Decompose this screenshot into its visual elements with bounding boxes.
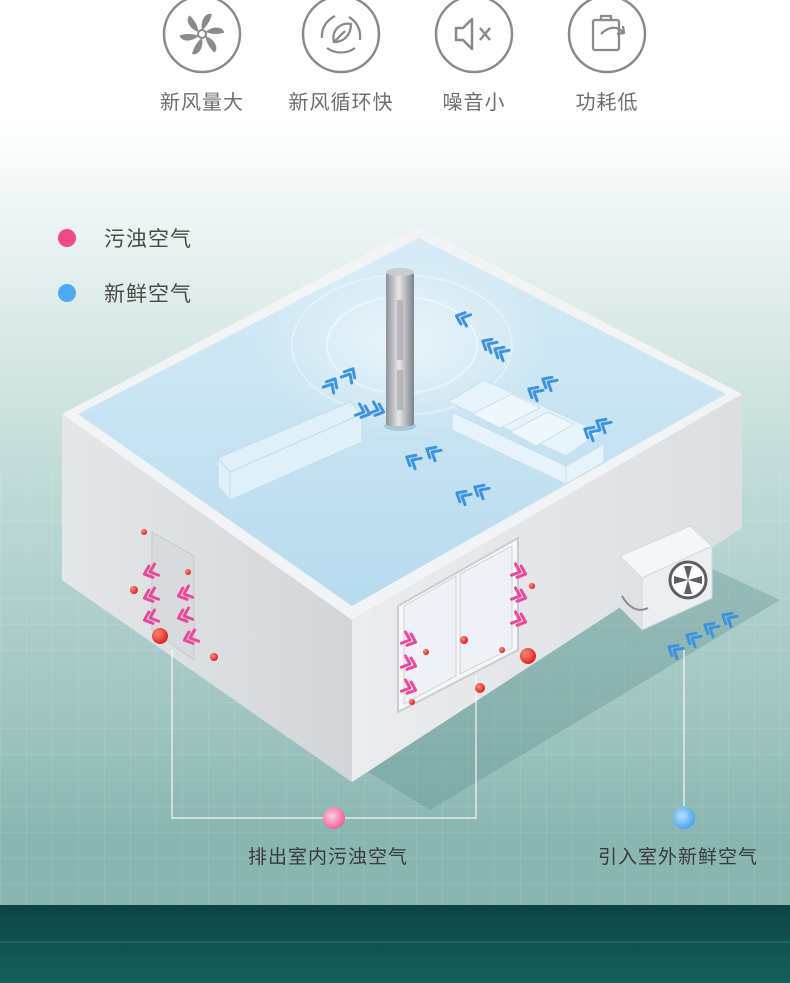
intake-callout-label: 引入室外新鲜空气 (598, 846, 759, 868)
pollutant-particle (141, 529, 147, 535)
polluted-air-arrow (176, 584, 195, 601)
pollutant-particle (185, 569, 191, 575)
pollutant-particle (210, 653, 218, 661)
outdoor-unit (619, 525, 713, 631)
fresh-air-arrow (703, 621, 721, 639)
legend-fresh-label: 新鲜空气 (104, 282, 192, 306)
exhaust-callout-label: 排出室内污浊空气 (248, 846, 409, 868)
fresh-air-arrow (321, 377, 339, 395)
polluted-air-arrow (176, 606, 195, 623)
fresh-air-arrow (721, 611, 739, 629)
intake-callout-dot (673, 807, 695, 829)
fresh-air-arrow (595, 417, 613, 435)
air-flow-layer (130, 311, 739, 705)
polluted-air-arrow (509, 610, 528, 627)
polluted-air-arrow (509, 586, 528, 603)
exhaust-callout-dot (323, 807, 345, 829)
fresh-air-arrow (583, 425, 601, 443)
pollutant-particle (423, 649, 429, 655)
fresh-air-arrow (367, 400, 386, 417)
pollutant-particle (520, 648, 536, 664)
fresh-air-arrow (667, 643, 685, 661)
pollutant-particle (409, 699, 415, 705)
fresh-air-arrow (541, 375, 559, 393)
fresh-air-arrow (493, 345, 511, 363)
feature-label-power: 功耗低 (575, 90, 639, 114)
polluted-air-arrow (399, 678, 418, 695)
leaf-cycle-icon (301, 0, 381, 74)
mute-speaker-icon (434, 0, 514, 74)
pollutant-particle (529, 583, 535, 589)
fan-icon (162, 0, 242, 74)
fresh-air-arrow (455, 489, 473, 507)
legend-polluted-dot (58, 229, 76, 247)
fresh-air-arrow (527, 385, 545, 403)
fresh-air-arrow (473, 483, 491, 501)
polluted-air-arrow (182, 628, 201, 645)
polluted-air-arrow (509, 562, 528, 579)
polluted-air-arrow (142, 562, 161, 579)
tower-unit (384, 268, 416, 431)
fresh-air-arrow (685, 631, 703, 649)
pollutant-particle (475, 683, 485, 693)
polluted-air-arrow (142, 608, 161, 625)
bottom-band (0, 905, 790, 983)
polluted-air-arrow (142, 586, 161, 603)
fresh-air-arrow (425, 445, 443, 463)
legend-polluted-label: 污浊空气 (104, 227, 192, 251)
feature-label-cycle: 新风循环快 (288, 90, 394, 114)
fresh-air-arrow (405, 453, 423, 471)
fresh-air-arrow (481, 337, 499, 355)
window (397, 536, 519, 714)
battery-recycle-icon (567, 0, 647, 74)
polluted-air-arrow (399, 630, 418, 647)
feature-label-noise: 噪音小 (442, 90, 506, 114)
pollutant-particle (460, 636, 468, 644)
legend-fresh-dot (58, 284, 76, 302)
pollutant-particle (152, 628, 168, 644)
fresh-air-arrow (339, 367, 357, 385)
fresh-air-arrow (454, 311, 473, 328)
room-left-wall (62, 414, 352, 782)
pollutant-particle (130, 586, 138, 594)
sofa (446, 379, 605, 485)
feature-label-airflow: 新风量大 (160, 90, 244, 114)
pollutant-particle (499, 647, 505, 653)
polluted-air-arrow (399, 654, 418, 671)
